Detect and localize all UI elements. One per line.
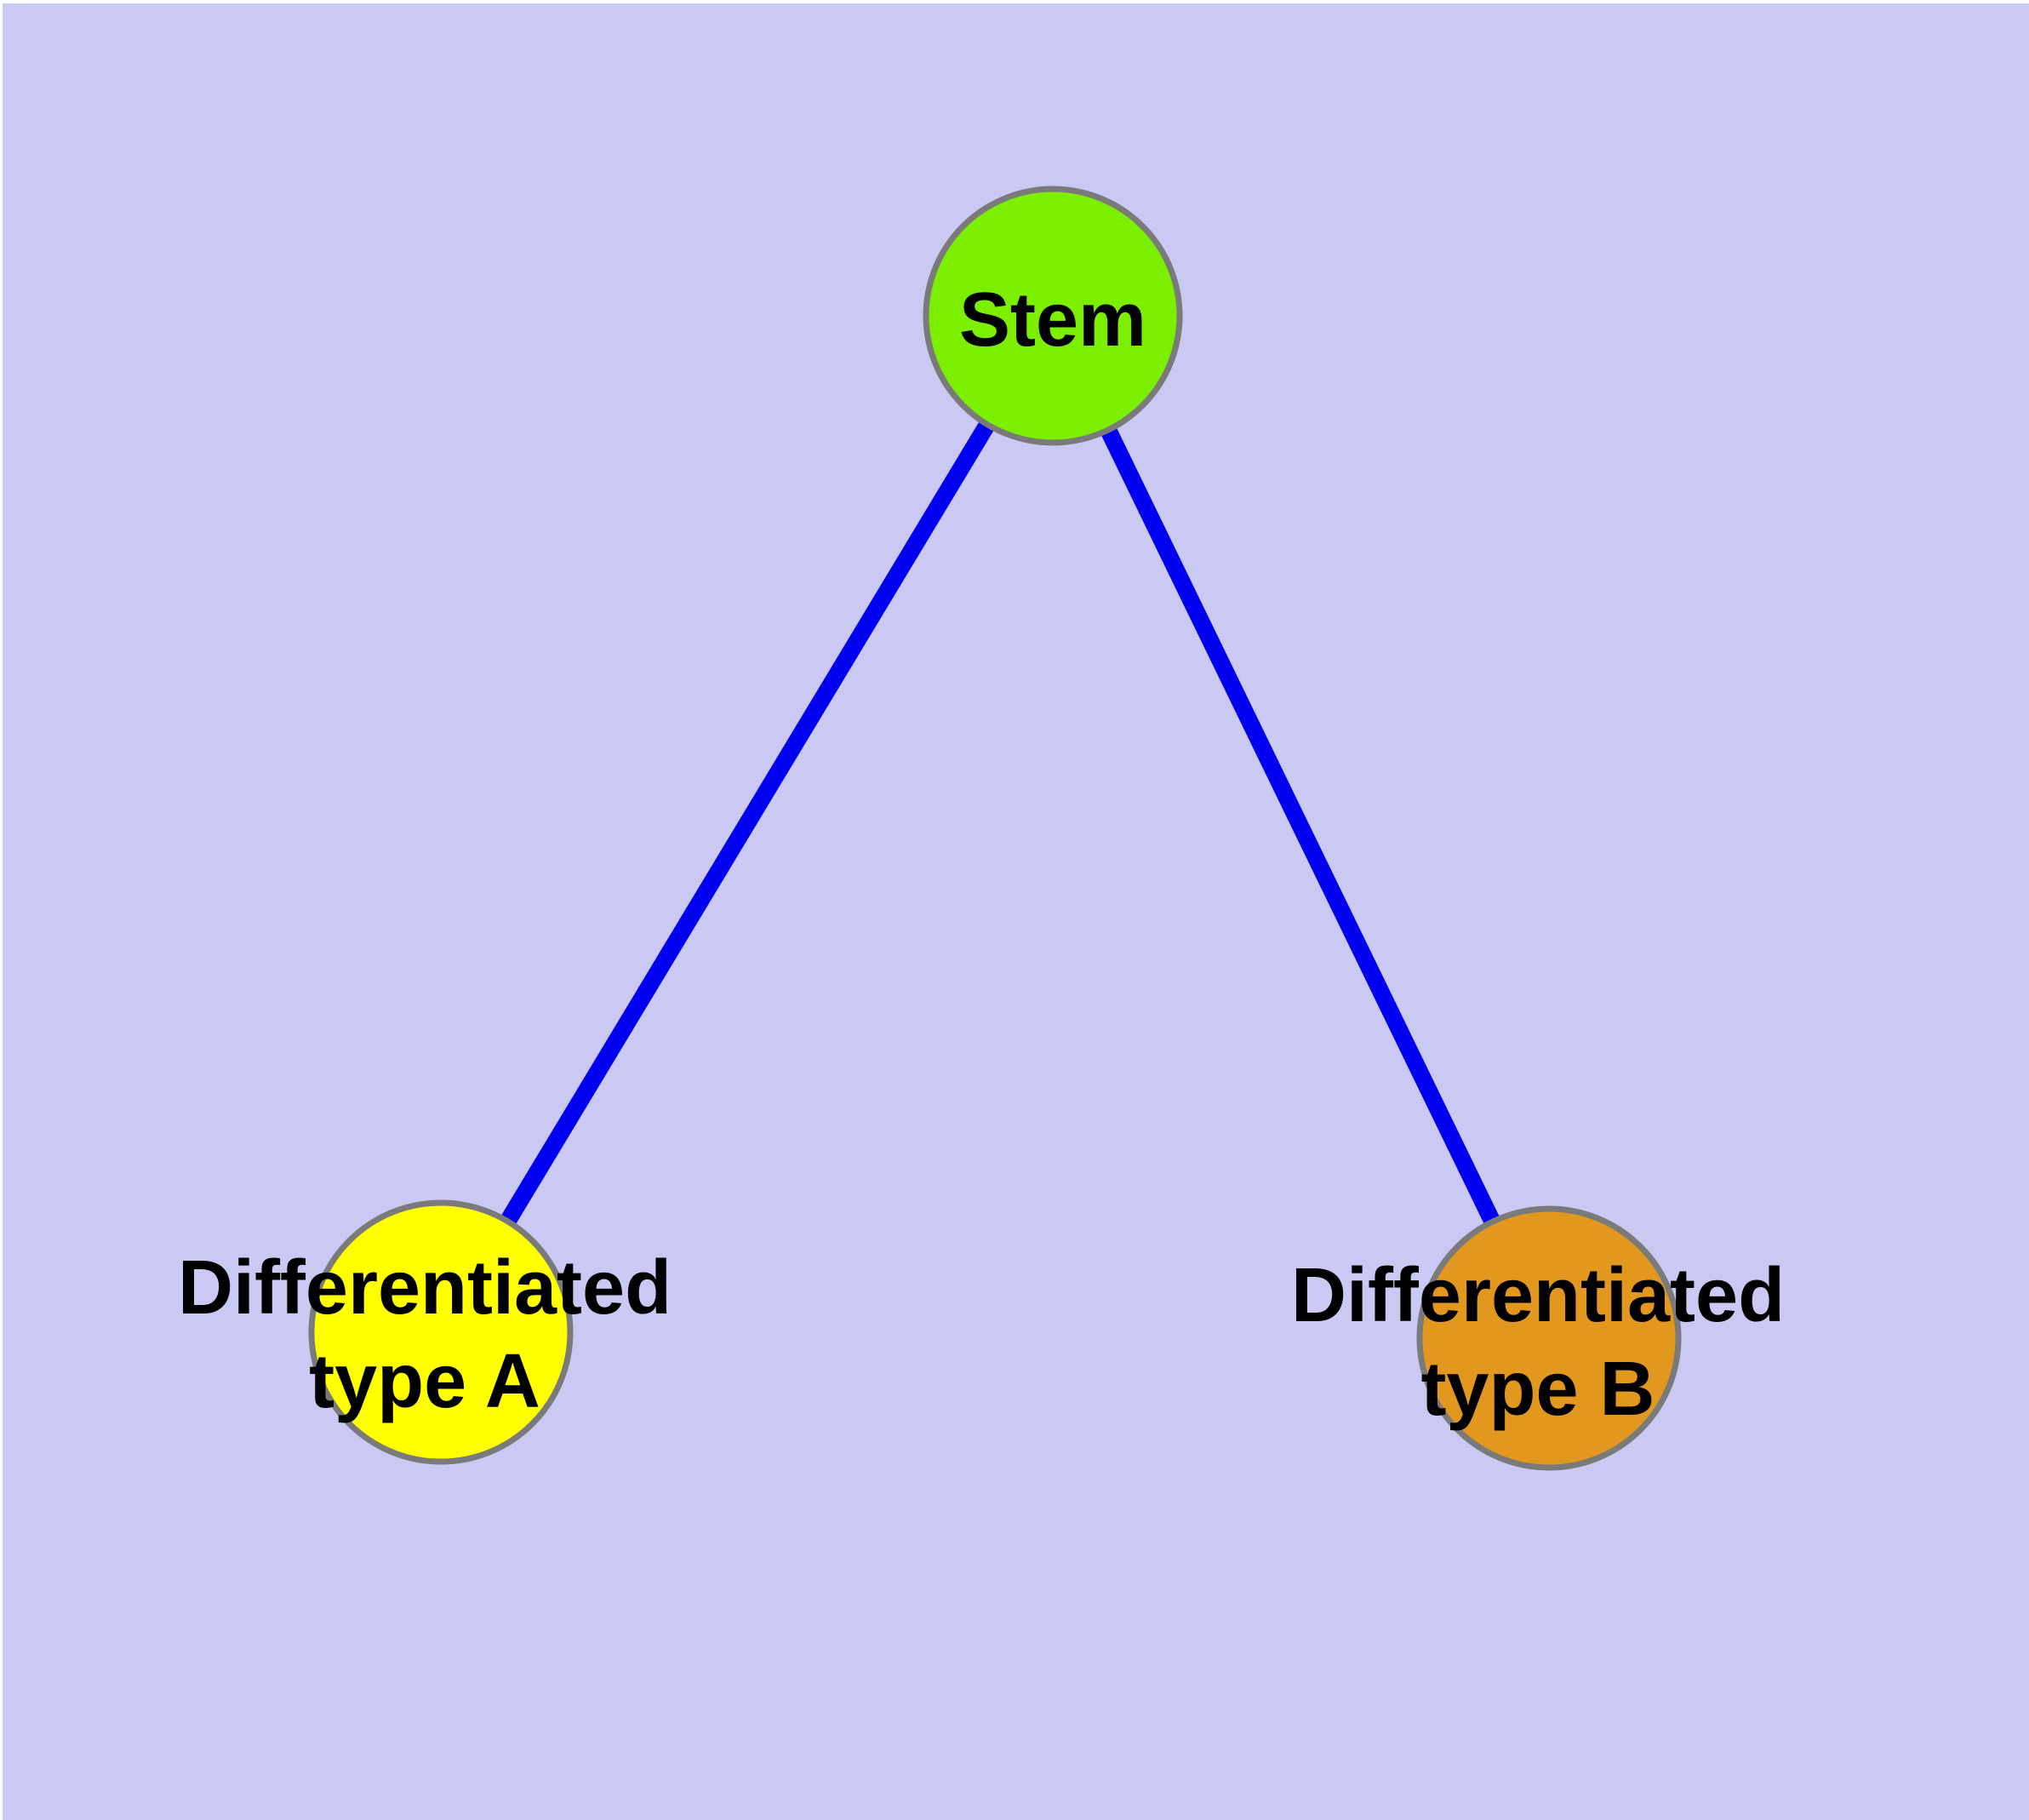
edge-stem-type-a: [433, 311, 1060, 1337]
node-stem: [923, 186, 1183, 446]
edge-stem-type-b: [1045, 312, 1557, 1342]
node-type-b: [1416, 1205, 1682, 1471]
node-type-a: [308, 1199, 574, 1465]
